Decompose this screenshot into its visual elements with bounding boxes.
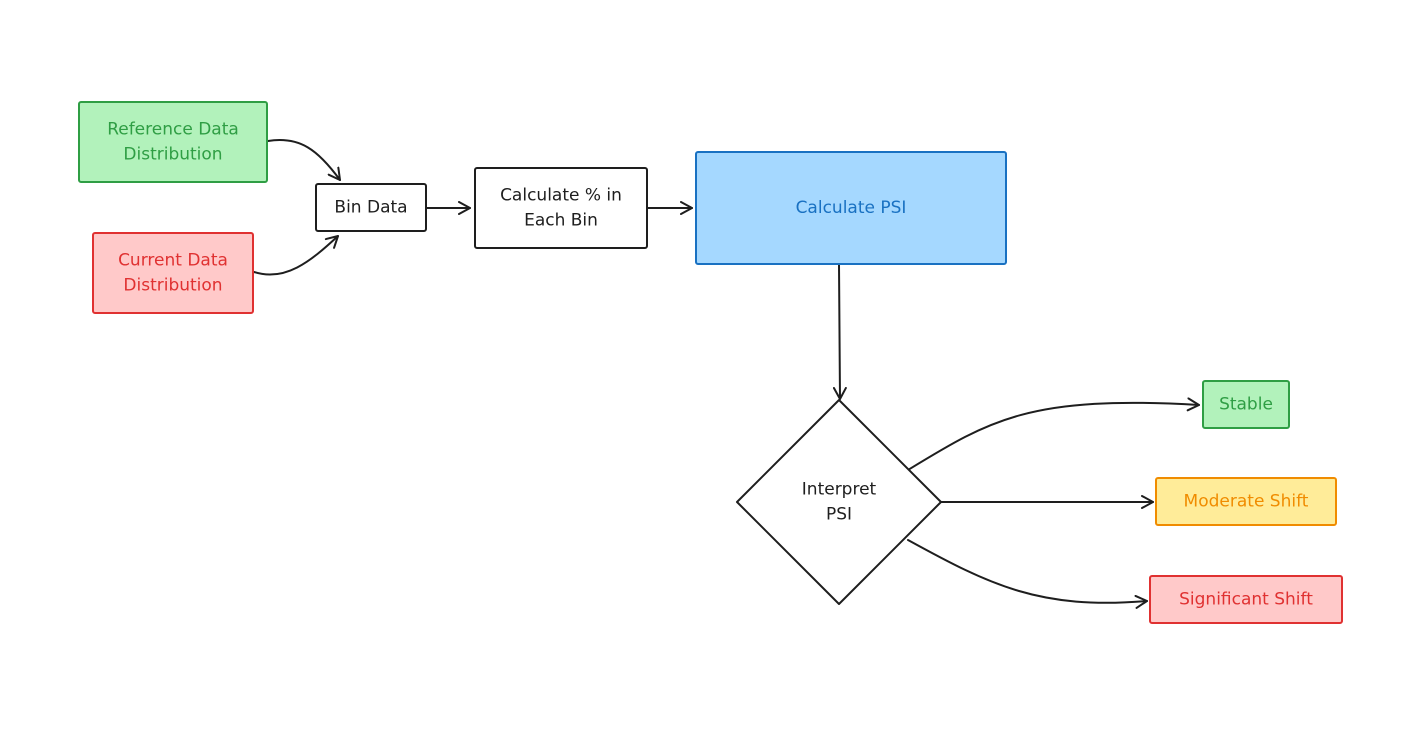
node-significant: Significant Shift	[1149, 575, 1343, 624]
node-bin-data: Bin Data	[315, 183, 427, 232]
node-stable-label-line-1: Stable	[1219, 395, 1273, 415]
arrow-reference-to-bin-data	[267, 139, 341, 181]
edges-layer	[253, 139, 1200, 609]
node-reference-box	[78, 101, 268, 183]
node-calc-psi: Calculate PSI	[695, 151, 1007, 265]
node-bin-data-box	[315, 183, 427, 232]
node-significant-box	[1149, 575, 1343, 624]
arrow-calc-psi-to-interpret	[832, 264, 847, 400]
node-reference-label-line-2: Distribution	[123, 145, 222, 165]
node-current-label-line-2: Distribution	[123, 276, 222, 296]
arrow-interpret-to-significant	[907, 539, 1148, 609]
node-interpret-diamond	[736, 399, 942, 605]
node-stable: Stable	[1202, 380, 1290, 429]
arrow-current-to-bin-data	[253, 235, 339, 276]
node-moderate-box	[1155, 477, 1337, 526]
node-stable-box	[1202, 380, 1290, 429]
node-calc-percent-box	[474, 167, 648, 249]
arrow-interpret-to-stable	[907, 397, 1200, 471]
node-calc-psi-box	[695, 151, 1007, 265]
node-significant-label-line-1: Significant Shift	[1179, 590, 1313, 610]
node-calc-percent-label-line-1: Calculate % in	[500, 186, 622, 206]
node-current-label-line-1: Current Data	[118, 251, 228, 271]
node-calc-percent: Calculate % in Each Bin	[474, 167, 648, 249]
node-interpret-label-line-1: Interpret	[802, 480, 877, 500]
node-reference-label-line-1: Reference Data	[107, 120, 239, 140]
node-moderate-label-line-1: Moderate Shift	[1184, 492, 1309, 512]
node-calc-percent-label-line-2: Each Bin	[524, 211, 598, 231]
node-interpret-label-line-2: PSI	[826, 505, 852, 525]
node-current-box	[92, 232, 254, 314]
node-calc-psi-label-line-1: Calculate PSI	[796, 198, 907, 218]
node-moderate: Moderate Shift	[1155, 477, 1337, 526]
node-bin-data-label-line-1: Bin Data	[334, 198, 407, 218]
